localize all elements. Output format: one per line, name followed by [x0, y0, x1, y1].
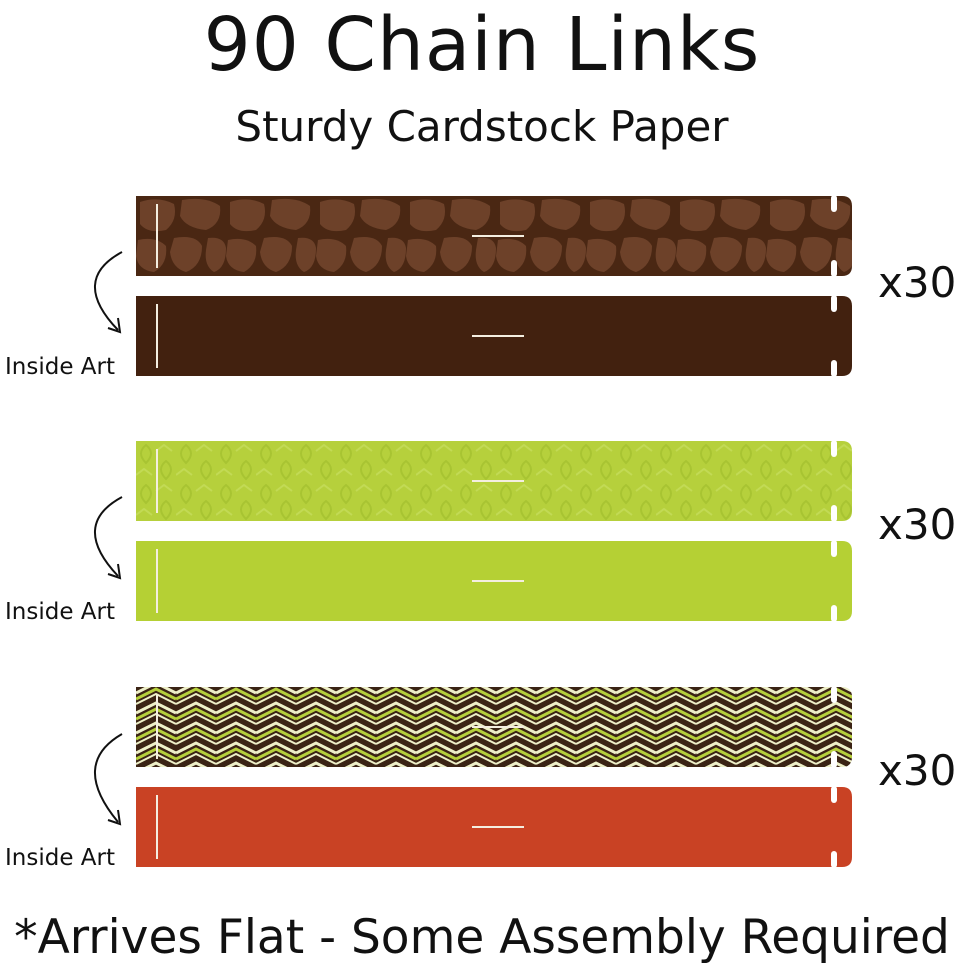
page-title: 90 Chain Links	[203, 2, 761, 88]
outside-link-strip	[136, 686, 852, 768]
arrowhead-icon	[107, 563, 122, 580]
quantity-label: x30	[878, 258, 957, 307]
tab-notch	[831, 540, 837, 557]
tab-notch	[831, 295, 837, 312]
inside-link-strip	[136, 786, 852, 868]
quantity-label: x30	[878, 500, 957, 549]
arrowhead-icon	[107, 809, 122, 826]
inside-art-label: Inside Art	[5, 845, 116, 871]
tab-notch	[831, 260, 837, 277]
tab-notch	[831, 751, 837, 768]
outside-link-strip	[136, 195, 852, 277]
tab-notch	[831, 605, 837, 622]
tab-notch	[831, 440, 837, 457]
inside-art-label: Inside Art	[5, 599, 116, 625]
inside-art-label: Inside Art	[5, 354, 116, 380]
tab-notch	[831, 195, 837, 212]
curved-arrow-icon	[94, 733, 123, 823]
arrowhead-icon	[107, 317, 122, 334]
tab-notch	[831, 686, 837, 703]
tab-notch	[831, 360, 837, 377]
outside-link-strip	[136, 440, 852, 522]
curved-arrow-icon	[94, 496, 123, 577]
tab-notch	[831, 786, 837, 803]
inside-link-strip	[136, 540, 852, 622]
inside-link-strip	[136, 295, 852, 377]
page-subtitle: Sturdy Cardstock Paper	[235, 102, 729, 151]
tab-notch	[831, 851, 837, 868]
assembly-note: *Arrives Flat - Some Assembly Required	[14, 910, 950, 965]
curved-arrow-icon	[94, 251, 123, 331]
tab-notch	[831, 505, 837, 522]
quantity-label: x30	[878, 746, 957, 795]
